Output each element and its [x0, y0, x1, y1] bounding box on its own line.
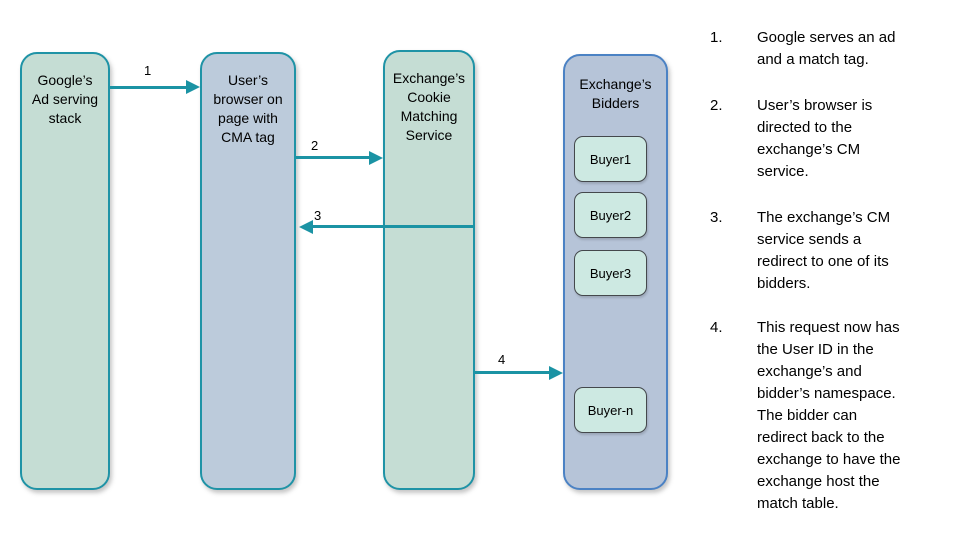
node-exchange-cookie-matching-service: Exchange’s Cookie Matching Service: [383, 50, 475, 490]
arrow-4-label: 4: [498, 352, 506, 367]
arrow-4-line: [475, 371, 549, 374]
step-item-2: 2. User’s browser is directed to the exc…: [710, 95, 949, 183]
buyer-2-label: Buyer2: [589, 207, 632, 223]
step-3-text: The exchange’s CM service sends a redire…: [757, 209, 891, 292]
node-browser-label: User’s browser on page with CMA tag: [213, 72, 283, 145]
arrow-1-label: 1: [144, 63, 152, 78]
step-1-number: 1.: [710, 29, 723, 46]
buyer-1-label: Buyer1: [589, 151, 632, 167]
step-item-1: 1. Google serves an ad and a match tag.: [710, 27, 949, 71]
buyer-1-box: Buyer1: [574, 136, 647, 182]
step-2-text: User’s browser is directed to the exchan…: [757, 97, 873, 180]
arrow-1-head-icon: [186, 80, 203, 94]
step-3-number: 3.: [710, 209, 723, 226]
node-google-ad-serving-stack: Google’s Ad serving stack: [20, 52, 110, 490]
step-item-4: 4. This request now has the User ID in t…: [710, 317, 949, 515]
step-item-3: 3. The exchange’s CM service sends a red…: [710, 207, 949, 295]
arrow-4-head-icon: [549, 366, 566, 380]
buyer-3-label: Buyer3: [589, 265, 632, 281]
step-4-number: 4.: [710, 319, 723, 336]
node-user-browser: User’s browser on page with CMA tag: [200, 52, 296, 490]
node-bidders-label: Exchange’s Bidders: [579, 76, 652, 111]
step-2-number: 2.: [710, 97, 723, 114]
step-4-text: This request now has the User ID in the …: [757, 319, 901, 512]
step-1-text: Google serves an ad and a match tag.: [757, 29, 896, 68]
arrow-2-head-icon: [369, 151, 386, 165]
buyer-2-box: Buyer2: [574, 192, 647, 238]
arrow-2-label: 2: [311, 138, 319, 153]
node-exchange-bidders: Exchange’s Bidders Buyer1 Buyer2 Buyer3 …: [563, 54, 668, 490]
buyer-3-box: Buyer3: [574, 250, 647, 296]
arrow-3-line: [310, 225, 475, 228]
buyer-n-label: Buyer-n: [587, 402, 634, 418]
node-google-label: Google’s Ad serving stack: [31, 72, 99, 126]
buyer-n-box: Buyer-n: [574, 387, 647, 433]
node-cm-service-label: Exchange’s Cookie Matching Service: [392, 70, 466, 143]
arrow-3-label: 3: [314, 208, 322, 223]
arrow-1-line: [110, 86, 186, 89]
arrow-2-line: [296, 156, 369, 159]
arrow-3-head-icon: [296, 220, 313, 234]
